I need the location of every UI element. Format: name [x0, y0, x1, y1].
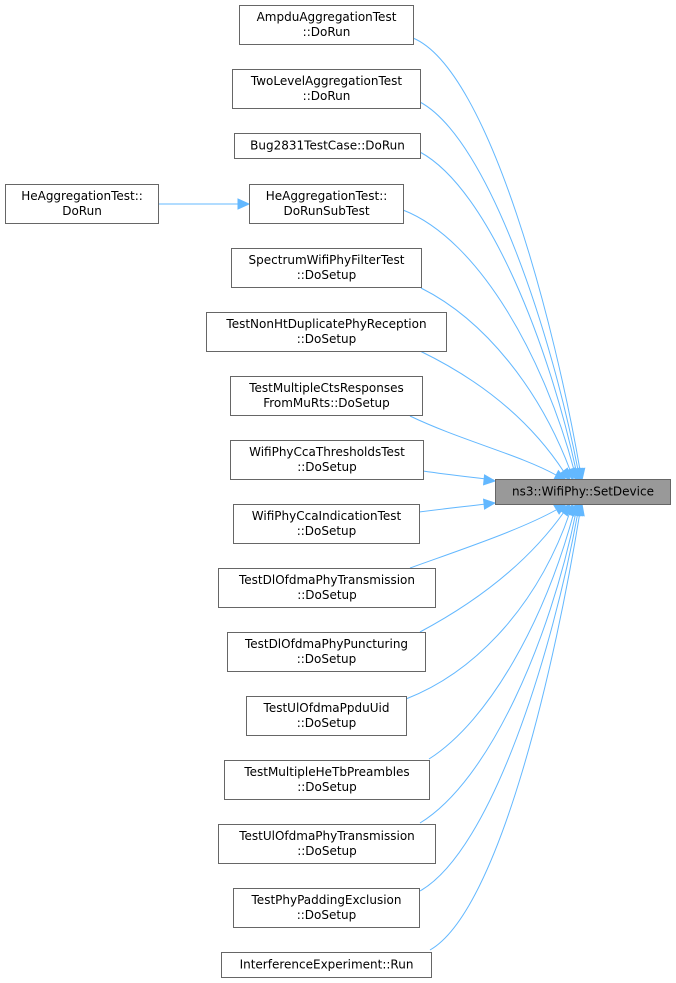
- edges-layer: [158, 37, 586, 951]
- node-wifiphyccathresholdstest-dosetup[interactable]: WifiPhyCcaThresholdsTest::DoSetup: [230, 440, 424, 480]
- node-box: [221, 952, 432, 978]
- node-label-line: TwoLevelAggregationTest: [250, 74, 403, 88]
- node-spectrumwifiphyfiltertest-dosetup[interactable]: SpectrumWifiPhyFilterTest::DoSetup: [231, 248, 422, 288]
- node-label-line: ns3::WifiPhy::SetDevice: [512, 485, 654, 499]
- node-label-line: ::DoSetup: [297, 588, 357, 602]
- arrowhead-n0: [237, 198, 251, 210]
- edge-n4-to-target: [402, 209, 575, 471]
- node-label-line: ::DoSetup: [297, 908, 357, 922]
- node-label-line: TestPhyPaddingExclusion: [251, 893, 402, 907]
- node-label-line: ::DoSetup: [297, 844, 357, 858]
- edge-n16-to-target: [429, 511, 581, 951]
- node-label-line: ::DoSetup: [297, 460, 357, 474]
- edge-n14-to-target: [419, 511, 577, 824]
- node-box: [227, 632, 426, 672]
- node-testdlofdmaphypuncturing-dosetup[interactable]: TestDlOfdmaPhyPuncturing::DoSetup: [227, 632, 426, 672]
- node-label-line: InterferenceExperiment::Run: [240, 958, 414, 972]
- edge-n12-to-target: [405, 511, 571, 700]
- node-heaggregationtest-dorun[interactable]: HeAggregationTest::DoRun: [5, 184, 159, 224]
- node-label-line: ::DoSetup: [297, 524, 357, 538]
- node-testulofdmaphytransmission-dosetup[interactable]: TestUlOfdmaPhyTransmission::DoSetup: [218, 824, 436, 864]
- node-label-line: AmpduAggregationTest: [257, 10, 397, 24]
- node-box: [231, 248, 422, 288]
- node-label-line: ::DoRun: [303, 89, 351, 103]
- node-box: [5, 184, 159, 224]
- node-box: [233, 888, 420, 928]
- node-label-line: DoRunSubTest: [283, 204, 369, 218]
- node-box: [230, 376, 423, 416]
- node-label-line: TestUlOfdmaPhyTransmission: [238, 829, 415, 843]
- node-testnonhtduplicatephyreception-dosetup[interactable]: TestNonHtDuplicatePhyReception::DoSetup: [206, 312, 447, 352]
- node-box: [249, 184, 404, 224]
- node-label-line: TestDlOfdmaPhyPuncturing: [244, 637, 408, 651]
- node-box: [239, 5, 414, 45]
- node-label-line: TestNonHtDuplicatePhyReception: [225, 317, 426, 331]
- node-box: [234, 133, 421, 159]
- node-wifiphyccaindicationtest-dosetup[interactable]: WifiPhyCcaIndicationTest::DoSetup: [233, 504, 420, 544]
- node-label-line: ::DoRun: [303, 25, 351, 39]
- edge-n1-to-target: [412, 37, 581, 471]
- arrowhead-n9: [482, 498, 497, 510]
- edge-n2-to-target: [419, 101, 579, 471]
- node-testmultiplehetbpreambles-dosetup[interactable]: TestMultipleHeTbPreambles::DoSetup: [224, 760, 430, 800]
- node-label-line: ::DoSetup: [297, 332, 357, 346]
- node-label-line: TestMultipleCtsResponses: [248, 381, 404, 395]
- node-label-line: Bug2831TestCase::DoRun: [250, 139, 405, 153]
- node-bug2831testcase-dorun[interactable]: Bug2831TestCase::DoRun: [234, 133, 421, 159]
- node-label-line: FromMuRts::DoSetup: [263, 396, 390, 410]
- node-label-line: SpectrumWifiPhyFilterTest: [249, 253, 405, 267]
- arrowhead-n8: [482, 474, 497, 486]
- node-box: [224, 760, 430, 800]
- edge-n11-to-target: [419, 511, 565, 633]
- edge-n13-to-target: [428, 511, 575, 760]
- node-label-line: ::DoSetup: [297, 268, 357, 282]
- node-testphypaddingexclusion-dosetup[interactable]: TestPhyPaddingExclusion::DoSetup: [233, 888, 420, 928]
- node-label-line: ::DoSetup: [297, 652, 357, 666]
- node-ns3-wifiphy-setdevice[interactable]: ns3::WifiPhy::SetDevice: [495, 479, 671, 505]
- edge-n10-to-target: [409, 509, 557, 569]
- node-label-line: DoRun: [62, 204, 102, 218]
- node-box: [232, 69, 421, 109]
- edge-n7-to-target: [409, 415, 557, 476]
- node-label-line: TestDlOfdmaPhyTransmission: [238, 573, 415, 587]
- node-label-line: TestMultipleHeTbPreambles: [243, 765, 409, 779]
- arrowhead-n16: [573, 502, 585, 517]
- node-box: [246, 696, 407, 736]
- edge-n15-to-target: [419, 511, 579, 892]
- node-label-line: TestUlOfdmaPpduUid: [263, 701, 390, 715]
- edge-n9-to-target: [418, 502, 495, 513]
- node-interferenceexperiment-run[interactable]: InterferenceExperiment::Run: [221, 952, 432, 978]
- edge-n5-to-target: [420, 287, 571, 471]
- edge-n8-to-target: [422, 470, 495, 481]
- node-box: [230, 440, 424, 480]
- arrowhead-n6: [558, 467, 571, 481]
- node-twolevelaggregationtest-dorun[interactable]: TwoLevelAggregationTest::DoRun: [232, 69, 421, 109]
- node-ampduaggregationtest-dorun[interactable]: AmpduAggregationTest::DoRun: [239, 5, 414, 45]
- node-label-line: ::DoSetup: [297, 780, 357, 794]
- node-testulofdmappduuid-dosetup[interactable]: TestUlOfdmaPpduUid::DoSetup: [246, 696, 407, 736]
- edge-n3-to-target: [419, 151, 577, 471]
- node-testdlofdmaphytransmission-dosetup[interactable]: TestDlOfdmaPhyTransmission::DoSetup: [218, 568, 436, 608]
- node-box: [495, 479, 671, 505]
- node-testmultiplectsresponses-frommurts-dosetup[interactable]: TestMultipleCtsResponsesFromMuRts::DoSet…: [230, 376, 423, 416]
- node-label-line: ::DoSetup: [297, 716, 357, 730]
- nodes-layer: ns3::WifiPhy::SetDevice AmpduAggregationT…: [5, 5, 671, 978]
- node-label-line: WifiPhyCcaThresholdsTest: [249, 445, 405, 459]
- node-box: [218, 824, 436, 864]
- node-label-line: WifiPhyCcaIndicationTest: [252, 509, 402, 523]
- node-label-line: HeAggregationTest::: [21, 189, 143, 203]
- node-box: [233, 504, 420, 544]
- edge-n6-to-target: [419, 350, 565, 473]
- node-box: [218, 568, 436, 608]
- node-label-line: HeAggregationTest::: [266, 189, 388, 203]
- node-heaggregationtest-dorunsubtest[interactable]: HeAggregationTest::DoRunSubTest: [249, 184, 404, 224]
- node-box: [206, 312, 447, 352]
